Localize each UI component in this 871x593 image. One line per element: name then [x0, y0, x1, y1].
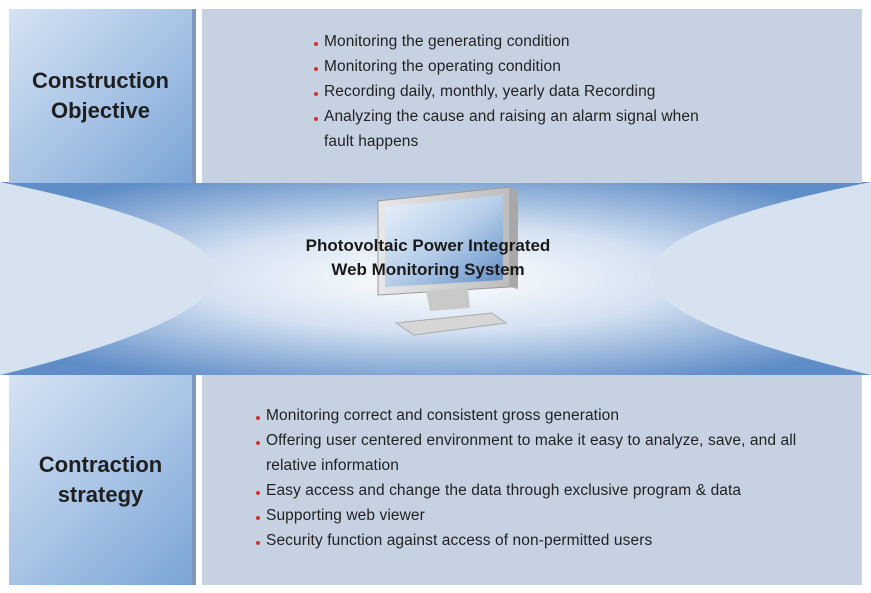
list-item: Monitoring correct and consistent gross …	[256, 403, 856, 428]
bullet-icon	[256, 416, 260, 420]
monitor-base	[394, 312, 508, 336]
construction-objective-panel: Monitoring the generating condition Moni…	[196, 9, 862, 183]
heading-line-1: Contraction	[38, 452, 163, 477]
objective-list: Monitoring the generating condition Moni…	[314, 29, 754, 154]
list-item: Security function against access of non-…	[256, 528, 856, 553]
contraction-strategy-box: Contraction strategy	[9, 375, 192, 585]
list-item: Analyzing the cause and raising an alarm…	[314, 104, 724, 154]
strategy-list: Monitoring correct and consistent gross …	[256, 403, 856, 553]
monitor-side	[510, 187, 518, 289]
list-item: Monitoring the operating condition	[314, 54, 754, 79]
bullet-icon	[256, 516, 260, 520]
bullet-icon	[314, 67, 318, 71]
heading-line-1: Construction	[32, 68, 169, 93]
heading-line-2: strategy	[57, 482, 144, 507]
list-item: Monitoring the generating condition	[314, 29, 754, 54]
system-title-line-2: Web Monitoring System	[331, 260, 525, 279]
bullet-icon	[256, 441, 260, 445]
monitor-neck	[426, 288, 470, 311]
divider-bar-top	[192, 9, 196, 183]
contraction-strategy-panel: Monitoring correct and consistent gross …	[196, 375, 862, 585]
construction-objective-heading: Construction Objective	[32, 66, 169, 126]
bullet-icon	[256, 541, 260, 545]
contraction-strategy-heading: Contraction strategy	[39, 450, 162, 510]
bowtie-center-fill	[0, 182, 871, 375]
monitor-screen	[385, 195, 503, 287]
bullet-icon	[256, 491, 260, 495]
list-item: Offering user centered environment to ma…	[256, 428, 811, 478]
monitor-icon	[377, 186, 518, 336]
list-item: Supporting web viewer	[256, 503, 856, 528]
bullet-icon	[314, 92, 318, 96]
list-item: Easy access and change the data through …	[256, 478, 856, 503]
system-title: Photovoltaic Power Integrated Web Monito…	[248, 234, 608, 282]
system-title-line-1: Photovoltaic Power Integrated	[305, 236, 551, 255]
divider-bar-bottom	[192, 375, 196, 585]
heading-line-2: Objective	[50, 98, 151, 123]
bullet-icon	[314, 42, 318, 46]
bullet-icon	[314, 117, 318, 121]
list-item: Recording daily, monthly, yearly data Re…	[314, 79, 754, 104]
construction-objective-box: Construction Objective	[9, 9, 192, 183]
